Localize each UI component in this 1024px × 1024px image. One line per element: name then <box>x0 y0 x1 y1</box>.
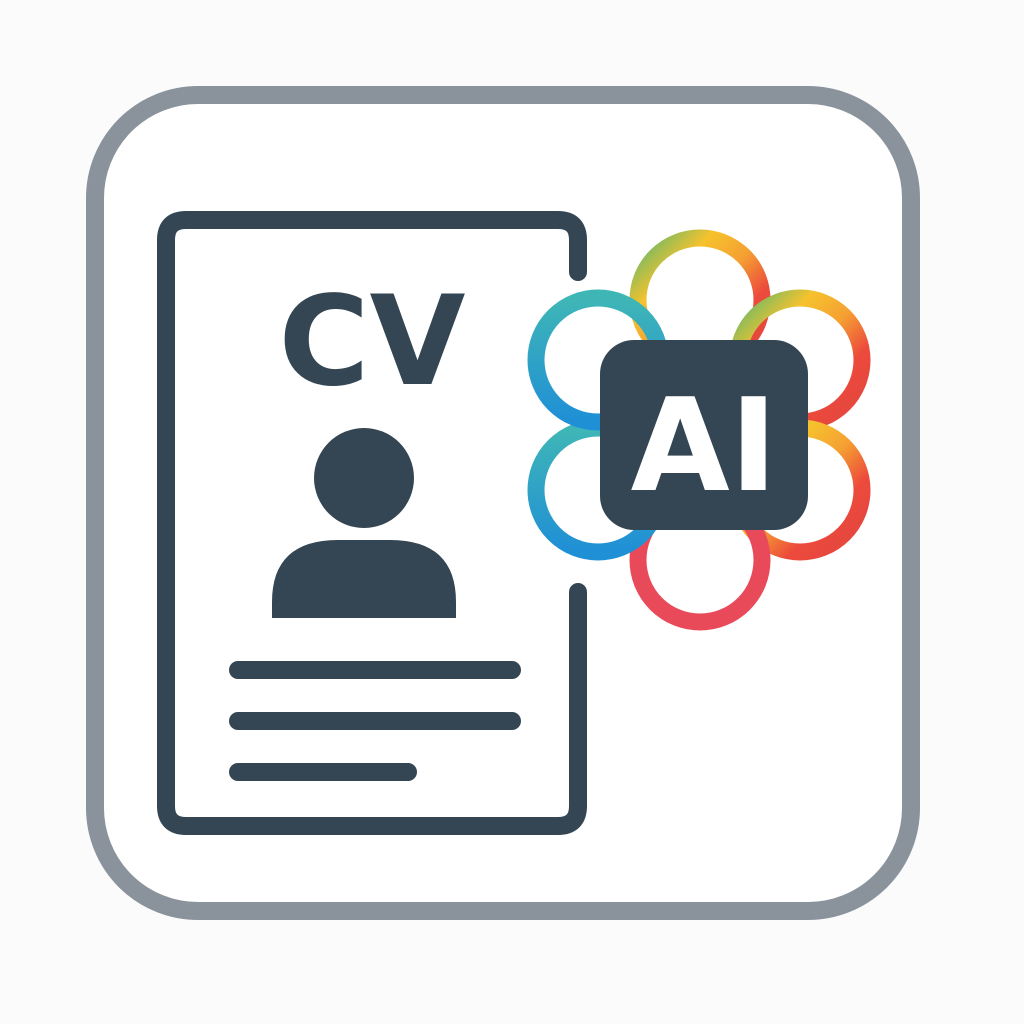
person-body <box>272 540 456 618</box>
person-head <box>314 428 414 528</box>
cv-label: CV <box>279 270 466 414</box>
person-icon <box>272 428 456 618</box>
ai-badge <box>600 340 808 530</box>
cv-document-icon: CV <box>157 211 587 835</box>
ai-flower-icon: AI <box>527 229 871 631</box>
ai-label: AI <box>631 372 778 521</box>
document-outline <box>157 211 587 835</box>
